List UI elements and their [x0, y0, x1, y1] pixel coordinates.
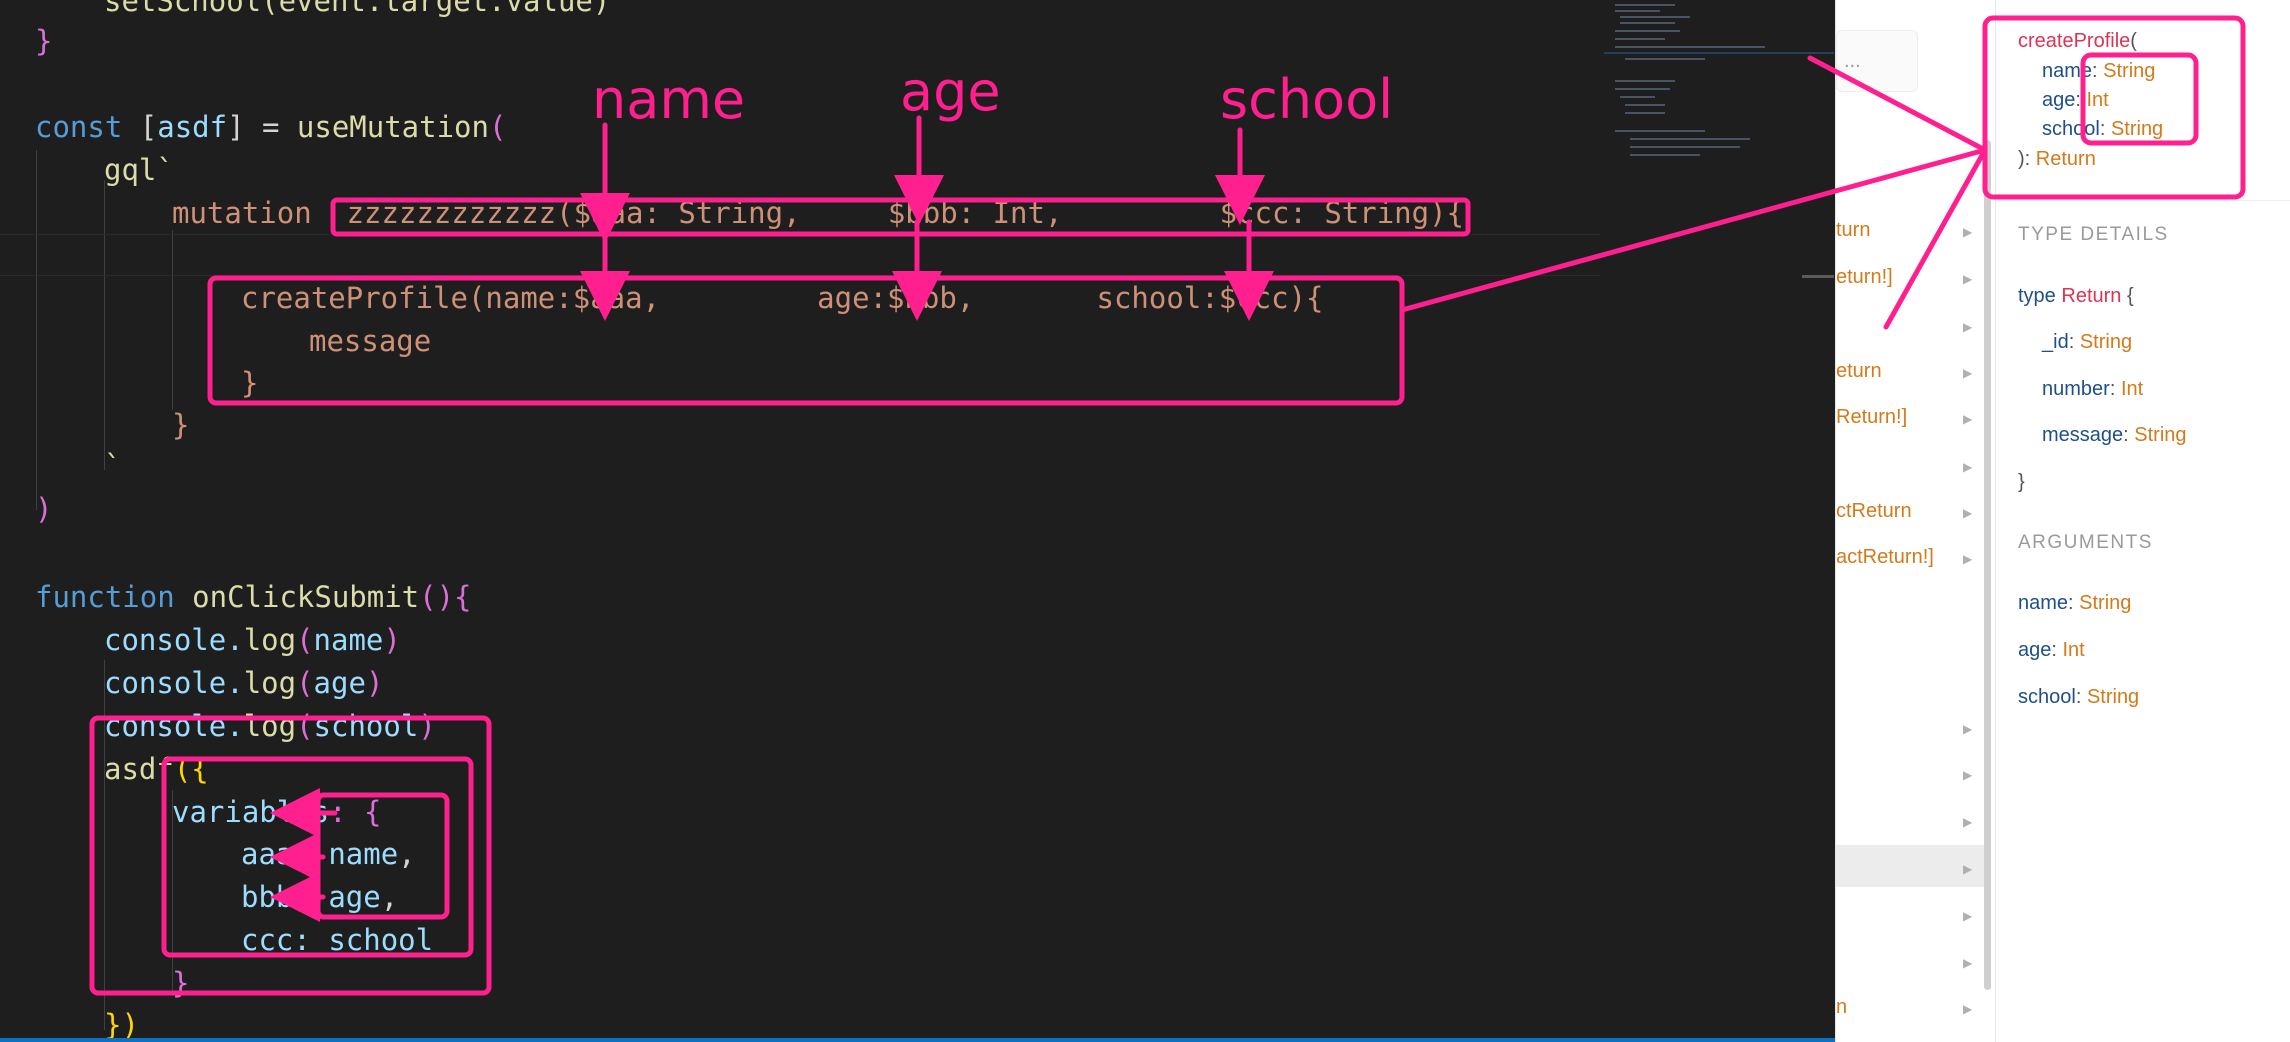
- type-details-header: TYPE DETAILS: [2018, 224, 2169, 245]
- status-bar: [0, 1038, 1835, 1042]
- code-editor[interactable]: setSchool(event.target.value) } const [a…: [0, 0, 1835, 1042]
- chevron-right-icon: ▶: [1963, 412, 1973, 426]
- signature-arg: name: String: [2042, 60, 2156, 82]
- annotation-label-school: school: [1220, 68, 1394, 131]
- chevron-right-icon: ▶: [1963, 862, 1973, 876]
- chevron-right-icon: ▶: [1963, 815, 1973, 829]
- argument-item: school: String: [2018, 686, 2140, 708]
- search-placeholder: ...: [1844, 50, 1861, 72]
- chevron-right-icon: ▶: [1963, 552, 1973, 566]
- code-line: console.log(name): [104, 623, 401, 657]
- code-line: }): [104, 1008, 139, 1042]
- chevron-right-icon: ▶: [1963, 768, 1973, 782]
- code-line: ccc: school: [241, 923, 434, 957]
- code-line: }: [241, 366, 259, 400]
- explorer-item[interactable]: n: [1836, 996, 1848, 1018]
- argument-item: age: Int: [2018, 639, 2085, 661]
- type-definition: type Return {: [2018, 285, 2134, 307]
- code-line: bbb: age,: [241, 880, 399, 914]
- chevron-right-icon: ▶: [1963, 956, 1973, 970]
- argument-item: name: String: [2018, 592, 2132, 614]
- code-line: gql`: [104, 153, 174, 187]
- type-field: message: String: [2042, 424, 2187, 446]
- code-line: }: [172, 408, 190, 442]
- code-line: createProfile(name:$aaa, age:$bbb, schoo…: [241, 281, 1324, 315]
- code-line: aaa: name,: [241, 837, 416, 871]
- chevron-right-icon: ▶: [1963, 366, 1973, 380]
- signature-arg: school: String: [2042, 118, 2164, 140]
- code-line: console.log(school): [104, 709, 436, 743]
- explorer-item[interactable]: eturn: [1836, 360, 1882, 382]
- code-line: const [asdf] = useMutation(: [35, 110, 507, 144]
- explorer-item[interactable]: turn: [1836, 219, 1871, 241]
- code-line: }: [35, 24, 53, 58]
- type-close: }: [2018, 471, 2025, 493]
- mutation-name[interactable]: createProfile: [2018, 30, 2131, 52]
- explorer-item[interactable]: eturn!]: [1836, 266, 1893, 288]
- explorer-item[interactable]: Return!]: [1836, 406, 1908, 428]
- code-line: message: [309, 324, 432, 358]
- annotation-label-name: name: [592, 68, 746, 131]
- explorer-item[interactable]: actReturn!]: [1836, 546, 1934, 568]
- type-field: _id: String: [2042, 331, 2133, 353]
- chevron-right-icon: ▶: [1963, 225, 1973, 239]
- explorer-panel: ... turn ▶ eturn!] ▶ ▶ eturn ▶ Return!] …: [1835, 0, 1996, 1042]
- code-line: asdf({: [104, 752, 209, 786]
- chevron-right-icon: ▶: [1963, 272, 1973, 286]
- signature-arg: age: Int: [2042, 89, 2109, 111]
- chevron-right-icon: ▶: [1963, 460, 1973, 474]
- explorer-item[interactable]: ctReturn: [1836, 500, 1912, 522]
- code-line: }: [172, 966, 190, 1000]
- signature-line: createProfile(: [2018, 30, 2137, 52]
- code-line: console.log(age): [104, 666, 384, 700]
- chevron-right-icon: ▶: [1963, 722, 1973, 736]
- signature-return: ): Return: [2018, 148, 2096, 170]
- chevron-right-icon: ▶: [1963, 1002, 1973, 1016]
- chevron-right-icon: ▶: [1963, 320, 1973, 334]
- code-line: variables: {: [172, 795, 382, 829]
- minimap[interactable]: [1600, 0, 1834, 180]
- type-field: number: Int: [2042, 378, 2144, 400]
- code-line: mutation zzzzzzzzzzzz($aaa: String, $bbb…: [172, 196, 1465, 230]
- code-line: setSchool(event.target.value): [104, 0, 611, 18]
- explorer-scrollbar[interactable]: [1984, 140, 1991, 990]
- chevron-right-icon: ▶: [1963, 506, 1973, 520]
- chevron-right-icon: ▶: [1963, 909, 1973, 923]
- annotation-label-age: age: [900, 60, 1001, 123]
- code-line: function onClickSubmit(){: [35, 580, 472, 614]
- arguments-header: ARGUMENTS: [2018, 532, 2153, 553]
- docs-panel: createProfile( name: String age: Int sch…: [1995, 0, 2290, 1042]
- code-line: `: [104, 449, 122, 483]
- code-line: ): [35, 492, 53, 526]
